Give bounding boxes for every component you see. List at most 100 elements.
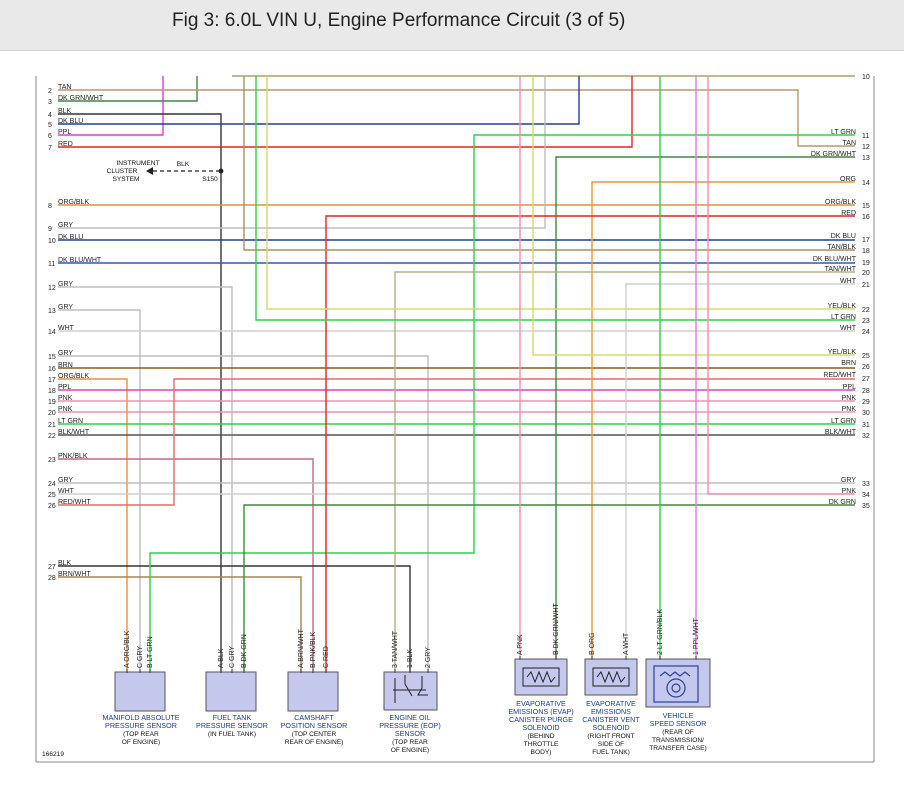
component-name: EVAPORATIVE: [516, 699, 566, 708]
component-name: CANISTER PURGE: [509, 715, 573, 724]
pin-label: B PNK/BLK: [310, 631, 317, 668]
wire-yelblk-25: [532, 76, 855, 356]
instrument-cluster-callout: INSTRUMENT CLUSTER SYSTEM BLK S150: [107, 160, 224, 183]
right-wire-number: 17: [862, 237, 870, 244]
left-wire-number: 9: [48, 226, 52, 233]
left-wire-label: PNK/BLK: [58, 453, 88, 460]
left-wire-number: 15: [48, 354, 56, 361]
component-location: BODY): [531, 749, 552, 756]
wire-orgblk-17: [58, 378, 128, 672]
left-wire-number: 4: [48, 112, 52, 119]
component-name: SENSOR: [395, 729, 425, 738]
pin-label: B DK GRN/WHT: [553, 603, 560, 655]
components-layer: [114, 658, 711, 712]
wire-brnwht-28: [58, 576, 302, 672]
right-wire-label: DK GRN/WHT: [811, 151, 857, 158]
right-wire-number: 24: [862, 329, 870, 336]
pin-label: 1 PPL/WHT: [693, 617, 700, 655]
left-wire-number: 21: [48, 422, 56, 429]
left-wire-number: 18: [48, 388, 56, 395]
left-wire-number: 8: [48, 203, 52, 210]
component-name: SPEED SENSOR: [650, 719, 707, 728]
right-wire-label: WHT: [840, 278, 857, 285]
wire-red-7: [58, 76, 633, 148]
instrument-cluster-label-2: CLUSTER: [107, 168, 138, 175]
right-wire-number: 10: [862, 74, 870, 81]
component-location: FUEL TANK): [592, 749, 630, 756]
right-wire-number: 32: [862, 433, 870, 440]
pin-label: A BLK: [218, 648, 225, 668]
right-wire-label: PPL: [843, 384, 856, 391]
pin-label: B LT GRN: [147, 636, 154, 668]
component-name: FUEL TANK: [213, 713, 252, 722]
wire-tanwht-20: [394, 271, 855, 672]
left-wire-number: 2: [48, 88, 52, 95]
wire-redwht-26: [58, 378, 855, 506]
left-wire-label: PNK: [58, 395, 73, 402]
pin-label: B ORG: [589, 632, 596, 655]
right-wire-label: WHT: [840, 325, 857, 332]
left-wire-label: BLK/WHT: [58, 429, 90, 436]
right-wire-number: 35: [862, 503, 870, 510]
component-location: (TOP REAR: [392, 739, 428, 746]
right-wire-number: 18: [862, 248, 870, 255]
left-wire-number: 26: [48, 503, 56, 510]
right-wire-number: 23: [862, 318, 870, 325]
component-name: PRESSURE (EOP): [379, 721, 441, 730]
right-wire-label: DK BLU: [831, 233, 856, 240]
right-wire-number: 27: [862, 376, 870, 383]
right-wire-label: DK GRN: [829, 499, 856, 506]
left-wire-number: 24: [48, 481, 56, 488]
left-wire-label: RED/WHT: [58, 499, 91, 506]
wire-gry-13: [58, 309, 141, 672]
component-location: (TOP CENTER: [292, 731, 337, 738]
left-wire-label: PPL: [58, 384, 71, 391]
left-wire-label: ORG/BLK: [58, 199, 89, 206]
left-wire-label: DK BLU: [58, 234, 83, 241]
right-wire-label: BLK/WHT: [825, 429, 857, 436]
left-wire-label: GRY: [58, 304, 73, 311]
left-wire-number: 3: [48, 99, 52, 106]
vss-pickup-icon: [653, 665, 699, 703]
left-wire-label: WHT: [58, 325, 75, 332]
right-wire-label: GRY: [841, 477, 856, 484]
figure-id: 166219: [42, 751, 64, 758]
wire-dkgrn-35: [243, 504, 855, 672]
component-name: VEHICLE: [663, 711, 694, 720]
component-location: TRANSMISSION/: [652, 737, 704, 744]
wire-dkgrnwht-13: [555, 156, 855, 659]
right-wire-label: PNK: [842, 395, 857, 402]
left-wire-number: 23: [48, 457, 56, 464]
left-wire-label: DK BLU/WHT: [58, 257, 102, 264]
component-name: CANISTER VENT: [582, 715, 640, 724]
component-location: (REAR OF: [662, 729, 694, 736]
left-wire-label: LT GRN: [58, 418, 83, 425]
right-wire-number: 30: [862, 410, 870, 417]
component-name: POSITION SENSOR: [281, 721, 348, 730]
left-wire-number: 13: [48, 308, 56, 315]
left-wire-label: WHT: [58, 488, 75, 495]
component-location: THROTTLE: [524, 741, 559, 748]
figure-title: Fig 3: 6.0L VIN U, Engine Performance Ci…: [172, 10, 626, 31]
wire-dkgrnwht-top: [58, 76, 198, 102]
eop-sensor-symbol: [393, 675, 428, 703]
wire-dkblu-5: [58, 76, 580, 125]
left-wire-label: DK GRN/WHT: [58, 95, 104, 102]
right-wire-number: 21: [862, 282, 870, 289]
arrow-icon: [146, 167, 153, 175]
left-wire-number: 22: [48, 433, 56, 440]
pin-label: A BRN/WHT: [298, 628, 305, 668]
pin-label: 3 TAN/WHT: [392, 630, 399, 668]
right-wire-number: 25: [862, 353, 870, 360]
left-wire-label: PNK: [58, 406, 73, 413]
pin-label: B DK GRN: [241, 634, 248, 668]
vss-body: [645, 658, 711, 708]
wire-ppl-top: [58, 76, 164, 136]
left-wire-number: 10: [48, 238, 56, 245]
instrument-cluster-label-1: INSTRUMENT: [116, 160, 159, 167]
wires-layer: [58, 75, 855, 672]
right-wire-number: 12: [862, 144, 870, 151]
